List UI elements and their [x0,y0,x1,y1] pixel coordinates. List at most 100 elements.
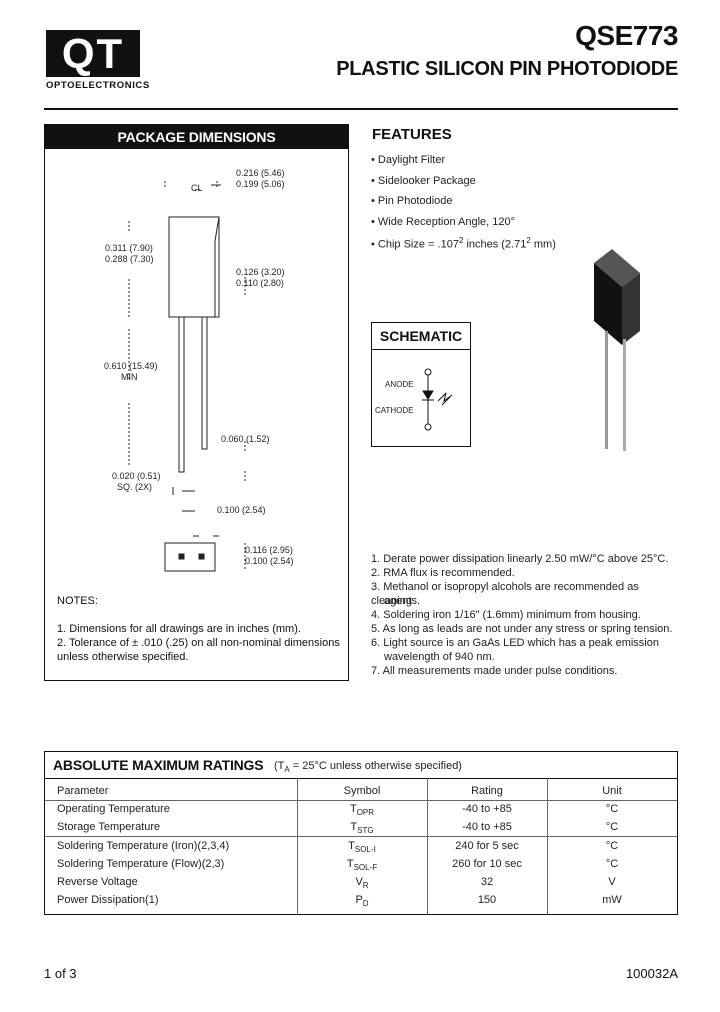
feature-chip-size: • Chip Size = .1072 inches (2.712 mm) [371,236,556,251]
col-header-rating: Rating [471,785,503,797]
table-row: Power Dissipation(1) PD 150 mW [45,891,677,909]
cell-parameter: Power Dissipation(1) [57,894,159,906]
cell-symbol: TSOL-F [297,858,427,872]
cell-unit: °C [605,803,619,815]
feature-item: • Wide Reception Angle, 120° [371,216,516,228]
photodiode-symbol-icon [422,368,453,431]
document-number: 100032A [625,966,678,981]
symbol-letter: P [355,894,363,906]
cell-parameter: Soldering Temperature (Iron)(2,3,4) [57,840,230,852]
dim-body-depth-min: 0.110 (2.80) [236,278,284,288]
note-line: 1. Derate power dissipation linearly 2.5… [371,553,669,565]
col-header-unit: Unit [602,785,622,797]
symbol-letter: T [348,840,355,852]
note-line: 7. All measurements made under pulse con… [371,665,618,677]
ratings-header: ABSOLUTE MAXIMUM RATINGS (TA = 25°C unle… [45,752,677,779]
cell-unit: mW [602,894,622,906]
note-line: 1. Dimensions for all drawings are in in… [57,623,301,635]
symbol-letter: T [349,803,357,815]
note-line: wavelength of 940 nm. [384,651,495,663]
feature-item: • Pin Photodiode [371,195,453,207]
dim-lead-length-min: MIN [121,372,138,382]
dim-body-depth-max: 0.126 (3.20) [236,267,285,277]
note-line: 5. As long as leads are not under any st… [371,623,673,635]
cell-symbol: TSTG [297,821,427,835]
dim-body-height-min: 0.288 (7.30) [105,254,154,264]
note-line: 3. Methanol or isopropyl alcohols are re… [371,581,639,607]
cond-open: (T [274,760,285,772]
chip-size-suffix: mm) [530,238,556,251]
cell-rating: 260 for 10 sec [452,858,522,870]
cell-unit: °C [605,858,619,870]
centerline-label: C̶L [191,183,203,193]
dim-lead-length: 0.610 (15.49) [104,361,158,371]
cell-unit: V [608,876,616,888]
chip-size-sup: 2 [458,236,464,245]
symbol-letter: V [355,876,363,888]
cell-parameter: Soldering Temperature (Flow)(2,3) [57,858,225,870]
anode-label: ANODE [385,380,414,389]
symbol-subscript: D [362,899,369,909]
column-divider [297,778,298,914]
column-divider [427,778,428,914]
dim-lead-spacing: 0.100 (2.54) [217,505,266,515]
package-dimensions-title: PACKAGE DIMENSIONS [45,125,348,149]
cell-parameter: Reverse Voltage [57,876,138,888]
package-drawing [128,181,246,572]
cell-rating: -40 to +85 [462,821,512,833]
note-line: 4. Soldering iron 1/16" (1.6mm) minimum … [371,609,641,621]
ratings-column-headers: Parameter Symbol Rating Unit [45,782,677,801]
header-rule [44,108,678,110]
table-row: Operating Temperature TOPR -40 to +85 °C [45,800,677,818]
package-dimensions-panel: PACKAGE DIMENSIONS [44,124,349,681]
dim-body-height-max: 0.311 (7.90) [105,243,153,253]
cell-parameter: Operating Temperature [57,803,170,815]
logo-letters: QT [61,30,125,77]
cell-symbol: VR [297,876,427,890]
cell-unit: °C [605,821,619,833]
cell-symbol: PD [297,894,427,908]
note-line: 2. RMA flux is recommended. [371,567,515,579]
ratings-conditions: (TA = 25°C unless otherwise specified) [274,760,462,774]
cell-parameter: Storage Temperature [57,821,161,833]
dim-width-max: 0.216 (5.46) [236,168,285,178]
chip-size-mid: inches (2.71 [463,238,527,251]
table-row: Soldering Temperature (Iron)(2,3,4) TSOL… [45,837,677,855]
part-number: QSE773 [575,20,678,51]
symbol-subscript: STG [357,826,374,836]
cathode-label: CATHODE [375,406,414,415]
symbol-letter: T [346,858,354,870]
schematic-box: SCHEMATIC ANODE CATHODE [371,322,471,447]
cond-sub: A [284,765,290,775]
col-header-symbol: Symbol [343,785,381,797]
cell-symbol: TOPR [297,803,427,817]
logo-subtitle: OPTOELECTRONICS [46,80,150,91]
notes-title: NOTES: [57,595,98,607]
table-row: Storage Temperature TSTG -40 to +85 °C [45,818,677,837]
symbol-subscript: SOL-F [353,863,378,873]
cell-unit: °C [605,840,619,852]
product-illustration [594,249,640,451]
cell-symbol: TSOL-I [297,840,427,854]
features-title: FEATURES [372,126,452,143]
symbol-letter: T [350,821,358,833]
ratings-title: ABSOLUTE MAXIMUM RATINGS [53,757,264,773]
chip-size-prefix: • Chip Size = .107 [371,238,459,251]
cond-rest: = 25°C unless otherwise specified) [289,760,462,772]
part-title: PLASTIC SILICON PIN PHOTODIODE [336,58,678,80]
cell-rating: 240 for 5 sec [455,840,519,852]
dim-lead-offset: 0.060 (1.52) [221,434,270,444]
cell-rating: 150 [477,894,497,906]
chip-size-sup: 2 [526,236,531,245]
note-line: 6. Light source is an GaAs LED which has… [371,637,659,649]
schematic-title: SCHEMATIC [372,323,470,350]
dim-lead-square: 0.020 (0.51) [112,471,161,481]
dim-footprint-max: 0.116 (2.95) [245,545,293,555]
feature-item: • Sidelooker Package [371,175,476,187]
symbol-subscript: OPR [356,808,375,818]
ratings-table: ABSOLUTE MAXIMUM RATINGS (TA = 25°C unle… [44,751,678,915]
page-number: 1 of 3 [44,966,77,981]
logo-mark [46,30,140,77]
symbol-subscript: SOL-I [354,845,376,855]
note-line: unless otherwise specified. [57,651,189,663]
